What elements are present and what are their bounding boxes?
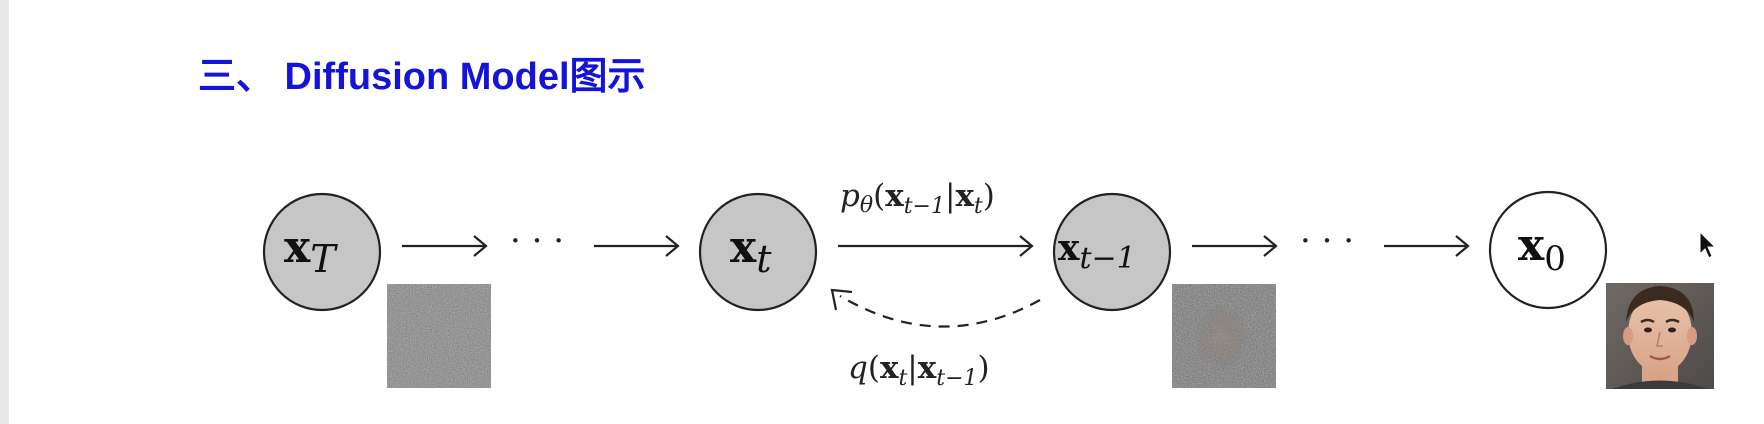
partially-denoised-face-image: [1172, 284, 1276, 388]
ellipsis-left: · · ·: [510, 221, 564, 261]
svg-text:xt−1: xt−1: [1058, 227, 1136, 276]
node-x0: x0: [1488, 190, 1608, 310]
node-xT-base: x: [284, 222, 311, 273]
forward-process-label: pθ(xt−1|xt): [840, 178, 995, 219]
arrow-ellipsis-to-x0: [1384, 235, 1470, 257]
node-xt-sub: t: [756, 237, 772, 281]
node-xT-sub: T: [310, 237, 338, 281]
clean-face-image: [1606, 283, 1714, 389]
node-xT: xT: [262, 192, 382, 312]
svg-text:xt: xt: [730, 222, 772, 281]
arrow-xt-to-xt1: [838, 235, 1034, 257]
arrow-ellipsis-to-xt: [594, 235, 680, 257]
svg-text:x0: x0: [1518, 220, 1566, 279]
node-xt1-sub: t−1: [1079, 241, 1135, 276]
left-rail: [0, 0, 9, 424]
node-xt-base: x: [730, 222, 757, 273]
node-xt1: xt−1: [1052, 192, 1172, 312]
ellipsis-right: · · ·: [1300, 221, 1354, 261]
pure-noise-image: [387, 284, 491, 388]
node-x0-base: x: [1518, 220, 1545, 271]
arrow-xT-to-ellipsis: [402, 235, 488, 257]
svg-text:xT: xT: [284, 222, 338, 281]
mouse-cursor-icon: [1699, 230, 1717, 259]
reverse-process-label: q(xt|xt−1): [848, 350, 990, 391]
node-xt1-base: x: [1058, 227, 1080, 269]
page-title: 三、 Diffusion Model图示: [198, 56, 646, 98]
node-x0-sub: 0: [1544, 239, 1566, 279]
arrow-xt1-to-ellipsis: [1192, 235, 1278, 257]
node-xt: xt: [698, 192, 818, 312]
reverse-process-arrow: [830, 288, 1041, 328]
